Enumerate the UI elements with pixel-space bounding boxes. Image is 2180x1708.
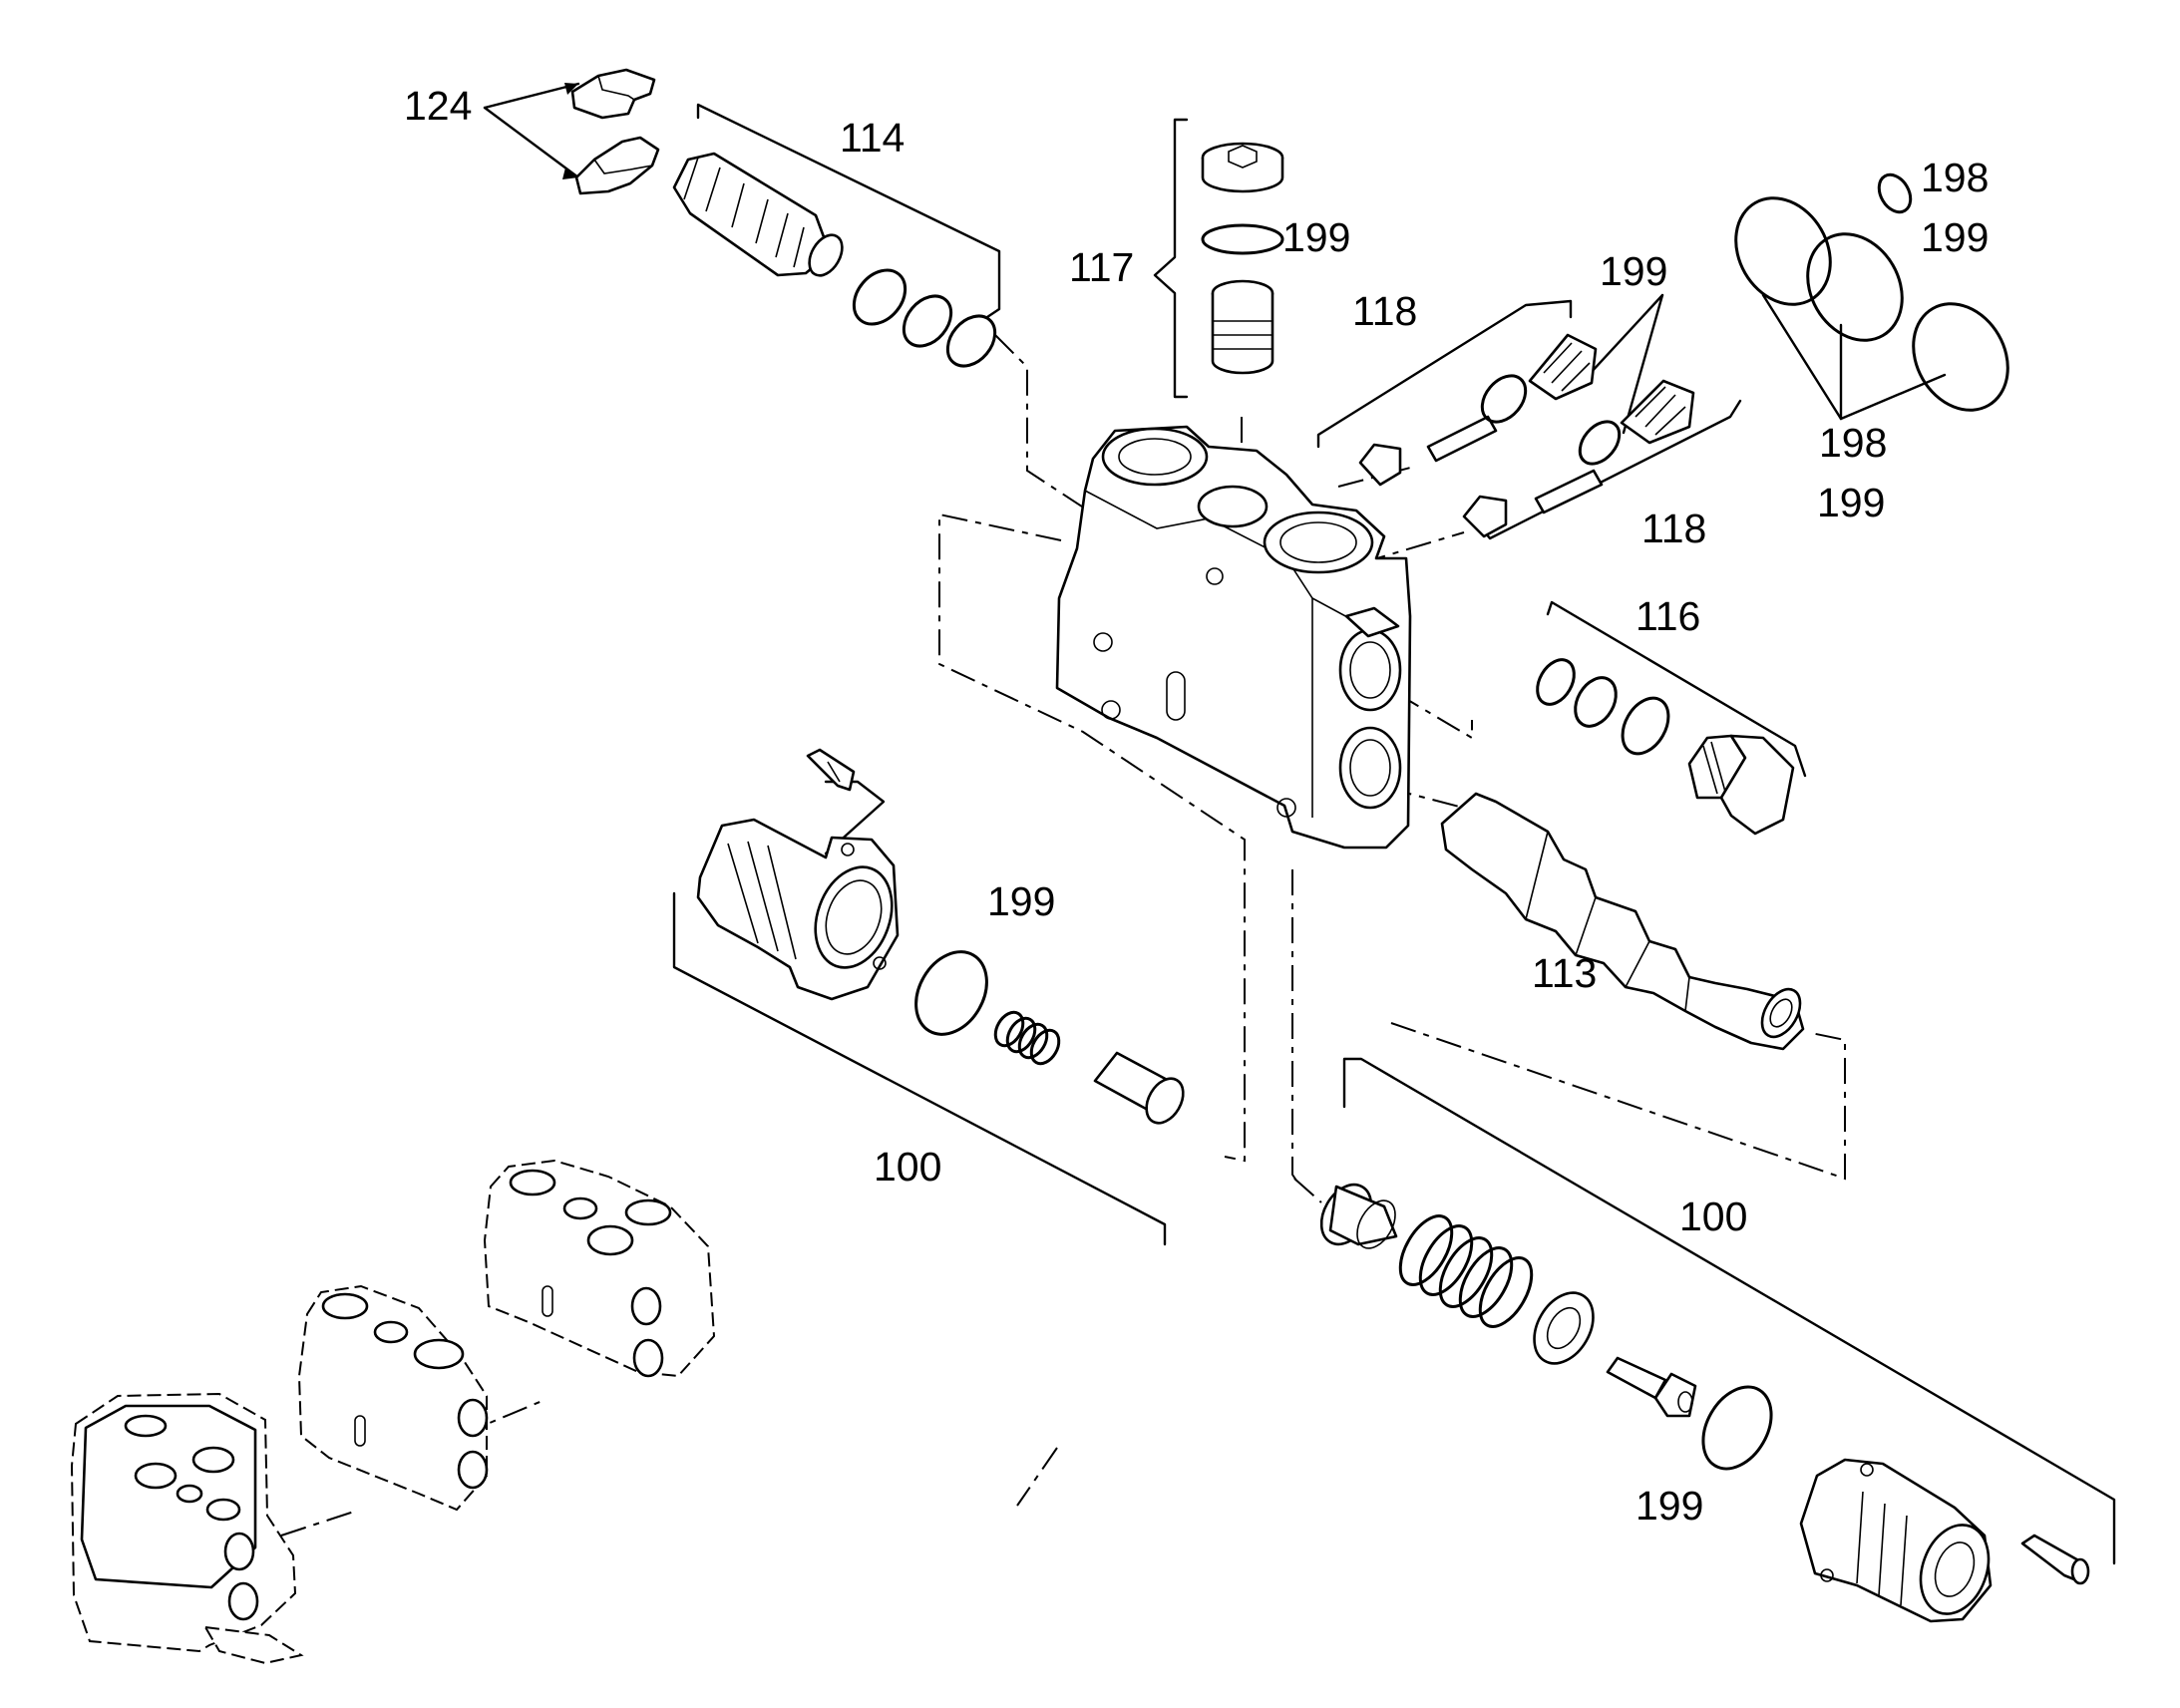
callout-114: 114 bbox=[840, 115, 905, 161]
spring-right bbox=[1398, 1214, 1534, 1328]
callout-199-right-cap: 199 bbox=[1635, 1483, 1703, 1529]
cap-screw-right bbox=[2020, 1534, 2090, 1585]
spring-retainer-right bbox=[1319, 1183, 1398, 1249]
small-cap-screw bbox=[806, 748, 856, 792]
callout-117: 117 bbox=[1069, 244, 1134, 290]
spring-cap-right bbox=[1799, 1458, 1993, 1623]
leader-lines bbox=[483, 82, 2116, 1565]
callout-118-lower: 118 bbox=[1641, 506, 1706, 551]
relief-cartridge-114 bbox=[672, 152, 844, 277]
o-ring bbox=[1734, 196, 1832, 306]
clip-124-lower bbox=[574, 136, 660, 195]
callout-198-top: 198 bbox=[1921, 155, 1989, 200]
spring-seat-left bbox=[1093, 1051, 1185, 1125]
o-ring bbox=[852, 268, 908, 326]
callout-116: 116 bbox=[1635, 593, 1700, 639]
o-ring bbox=[945, 314, 997, 368]
spool-113 bbox=[1440, 792, 1805, 1051]
callout-199-ring-set: 199 bbox=[1817, 480, 1885, 525]
callout-113: 113 bbox=[1532, 950, 1597, 996]
o-ring bbox=[1701, 1385, 1773, 1471]
o-ring bbox=[1621, 696, 1670, 756]
callout-199-plug: 199 bbox=[1282, 214, 1350, 260]
spring-seat-right bbox=[1533, 1291, 1595, 1365]
clip-124-upper bbox=[570, 68, 656, 120]
callout-199-left-cap: 199 bbox=[987, 878, 1055, 924]
spring-cap-left bbox=[696, 818, 900, 1001]
backup-ring bbox=[1574, 676, 1618, 728]
callout-100-right: 100 bbox=[1679, 1194, 1747, 1239]
callout-199-top-right: 199 bbox=[1921, 214, 1989, 260]
callout-118-upper: 118 bbox=[1352, 288, 1417, 334]
callout-100-left: 100 bbox=[874, 1144, 941, 1190]
spring-left bbox=[993, 1010, 1061, 1066]
callout-labels: 124 114 117 199 118 199 198 199 198 199 … bbox=[404, 83, 1989, 1529]
small-o-ring bbox=[1877, 172, 1913, 214]
plug-116 bbox=[1687, 734, 1795, 836]
callout-198-ring-set: 198 bbox=[1819, 420, 1887, 466]
check-valve-118-lower bbox=[1462, 379, 1695, 538]
backup-ring bbox=[902, 294, 953, 348]
valve-stack-overview bbox=[70, 1159, 716, 1665]
o-ring bbox=[914, 950, 988, 1036]
plug-117 bbox=[1201, 142, 1284, 193]
callout-199-check: 199 bbox=[1600, 248, 1667, 294]
o-ring bbox=[1201, 223, 1284, 255]
valve-body bbox=[1055, 425, 1412, 850]
screen-filter bbox=[1211, 279, 1274, 375]
o-ring bbox=[1536, 658, 1576, 706]
check-valve-118-upper bbox=[1358, 333, 1598, 487]
callout-124: 124 bbox=[404, 83, 472, 129]
o-ring bbox=[1806, 232, 1904, 342]
o-ring bbox=[1912, 302, 2009, 412]
stop-bolt bbox=[1606, 1356, 1697, 1418]
